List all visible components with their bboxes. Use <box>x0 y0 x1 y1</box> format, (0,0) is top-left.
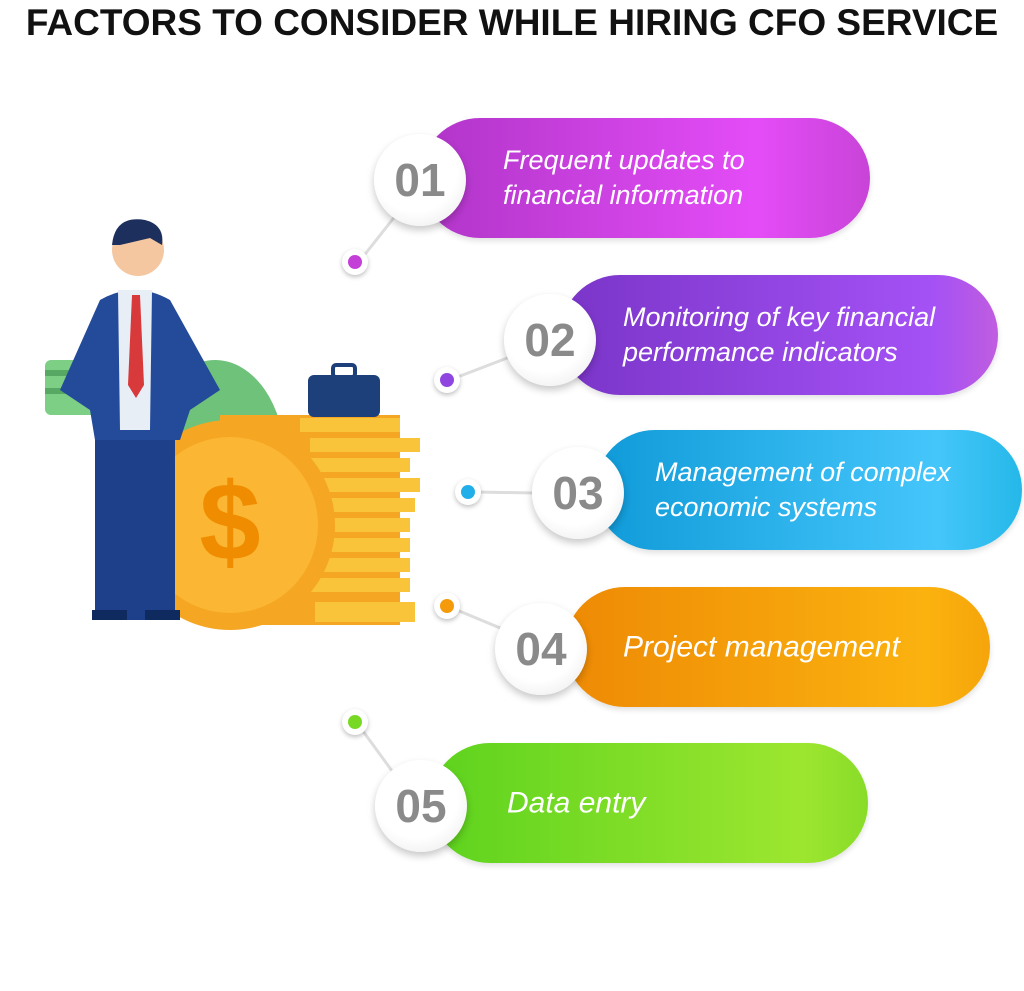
bullet-dot <box>434 593 460 619</box>
factor-number-badge: 02 <box>504 294 596 386</box>
factor-card-5: Data entry <box>430 743 868 863</box>
businessman-coins-illustration: $ <box>45 219 420 630</box>
factor-card-2: Monitoring of key financial performance … <box>560 275 998 395</box>
factor-card-1: Frequent updates to financial informatio… <box>420 118 870 238</box>
factor-number-badge: 01 <box>374 134 466 226</box>
bullet-dot <box>342 249 368 275</box>
factor-number-badge: 05 <box>375 760 467 852</box>
bullet-dot <box>455 479 481 505</box>
factor-text: Frequent updates to financial informatio… <box>503 145 745 210</box>
briefcase-icon <box>308 375 380 417</box>
businessman <box>60 219 220 620</box>
factor-card-3: Management of complex economic systems <box>595 430 1022 550</box>
factor-text: Data entry <box>507 786 646 820</box>
factor-text: Monitoring of key financial performance … <box>623 302 936 367</box>
factor-text: Management of complex economic systems <box>655 457 951 522</box>
factor-number-badge: 04 <box>495 603 587 695</box>
factor-card-4: Project management <box>565 587 990 707</box>
bullet-dot <box>342 709 368 735</box>
factor-number-badge: 03 <box>532 447 624 539</box>
bullet-dot <box>434 367 460 393</box>
svg-text:$: $ <box>199 461 260 584</box>
page-title: FACTORS TO CONSIDER WHILE HIRING CFO SER… <box>25 2 999 43</box>
factor-text: Project management <box>623 630 900 664</box>
